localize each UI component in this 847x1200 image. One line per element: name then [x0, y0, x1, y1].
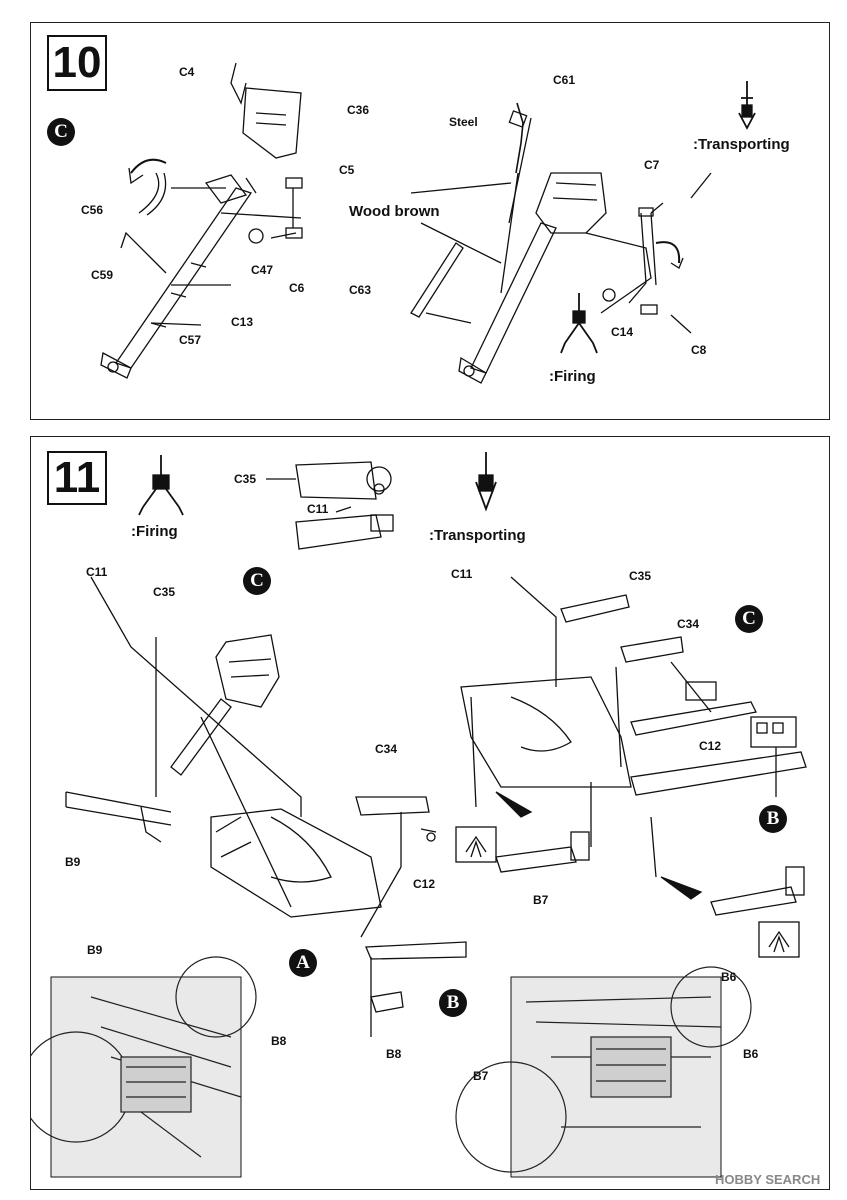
label-c56: C56 — [81, 203, 104, 217]
label-b9: B9 — [65, 855, 81, 869]
label-inset-b6: B6 — [743, 1047, 759, 1061]
label-c12-right: C12 — [699, 739, 722, 753]
step-10-panel: 10 C — [30, 22, 830, 420]
label-b8: B8 — [386, 1047, 402, 1061]
label-inset-b7: B7 — [473, 1069, 489, 1083]
label-inset-b8: B8 — [271, 1034, 287, 1048]
carriage-right — [460, 676, 632, 788]
callout-b-left: B — [439, 989, 467, 1017]
trail-b9 — [65, 791, 172, 826]
carriage-left — [210, 808, 382, 918]
label-c63: C63 — [349, 283, 372, 297]
label-c57: C57 — [179, 333, 202, 347]
rod-c63 — [410, 242, 464, 318]
label-c36: C36 — [347, 103, 370, 117]
label-c13: C13 — [231, 315, 254, 329]
callout-c-bubble: C — [47, 118, 75, 146]
arm-c35-right — [560, 594, 630, 623]
label-c35-left: C35 — [153, 585, 176, 599]
step-number-10: 10 — [47, 35, 107, 91]
arm-c34-left — [355, 796, 430, 816]
label-firing-10: :Firing — [549, 368, 596, 385]
nippers-icon-b7 — [455, 826, 497, 863]
trail-left — [114, 187, 253, 369]
label-c6: C6 — [289, 281, 305, 295]
label-c12-left: C12 — [413, 877, 436, 891]
nippers-icon-b6 — [758, 921, 800, 958]
label-c61: C61 — [553, 73, 576, 87]
detail-c35 — [295, 461, 377, 500]
label-inset-b9: B9 — [87, 943, 103, 957]
part-b-box — [750, 716, 797, 748]
gun-shield-left — [215, 634, 280, 708]
label-c35-top: C35 — [234, 472, 257, 486]
watermark: HOBBY SEARCH — [715, 1172, 821, 1187]
label-c5: C5 — [339, 163, 355, 177]
label-transporting-11: :Transporting — [429, 527, 526, 544]
label-c34-left: C34 — [375, 742, 398, 756]
part-c59 — [120, 231, 167, 274]
gun-shield — [535, 172, 607, 234]
lever-b7 — [495, 846, 577, 873]
label-c7: C7 — [644, 158, 660, 172]
label-transporting-10: :Transporting — [693, 136, 790, 153]
label-c11-top: C11 — [307, 502, 329, 516]
lever-b8 — [365, 941, 467, 960]
label-c34-right: C34 — [677, 617, 700, 631]
part-c56 — [138, 172, 167, 216]
arm-c34-right — [620, 636, 684, 663]
label-steel: Steel — [449, 115, 478, 129]
plate-c36 — [242, 87, 302, 159]
label-c35-right: C35 — [629, 569, 652, 583]
label-c59: C59 — [91, 268, 114, 282]
label-c11-right: C11 — [451, 567, 473, 581]
callout-b-right: B — [759, 805, 787, 833]
step-11-illustration — [31, 452, 807, 1178]
label-firing-11: :Firing — [131, 523, 178, 540]
step-10-illustration — [100, 62, 756, 384]
label-wood-brown: Wood brown — [349, 203, 440, 220]
barrel-right — [630, 701, 757, 736]
inset-right-art — [455, 966, 752, 1178]
barrel-left — [170, 698, 232, 776]
label-c47: C47 — [251, 263, 274, 277]
callout-a: A — [289, 949, 317, 977]
trail-right — [470, 222, 557, 374]
handle-c4 — [230, 62, 247, 105]
callout-c-left: C — [243, 567, 271, 595]
arm-c14 — [585, 232, 652, 314]
inset-left-art — [31, 956, 257, 1178]
callout-c-right: C — [735, 605, 763, 633]
label-c8: C8 — [691, 343, 707, 357]
lever-b6 — [710, 886, 797, 916]
label-c14: C14 — [611, 325, 634, 339]
label-c11-left: C11 — [86, 565, 108, 579]
step-number-11: 11 — [47, 451, 107, 505]
step-11-panel: 11 — [30, 436, 830, 1190]
label-b7: B7 — [533, 893, 549, 907]
label-b6: B6 — [721, 970, 737, 984]
label-c4: C4 — [179, 65, 195, 79]
